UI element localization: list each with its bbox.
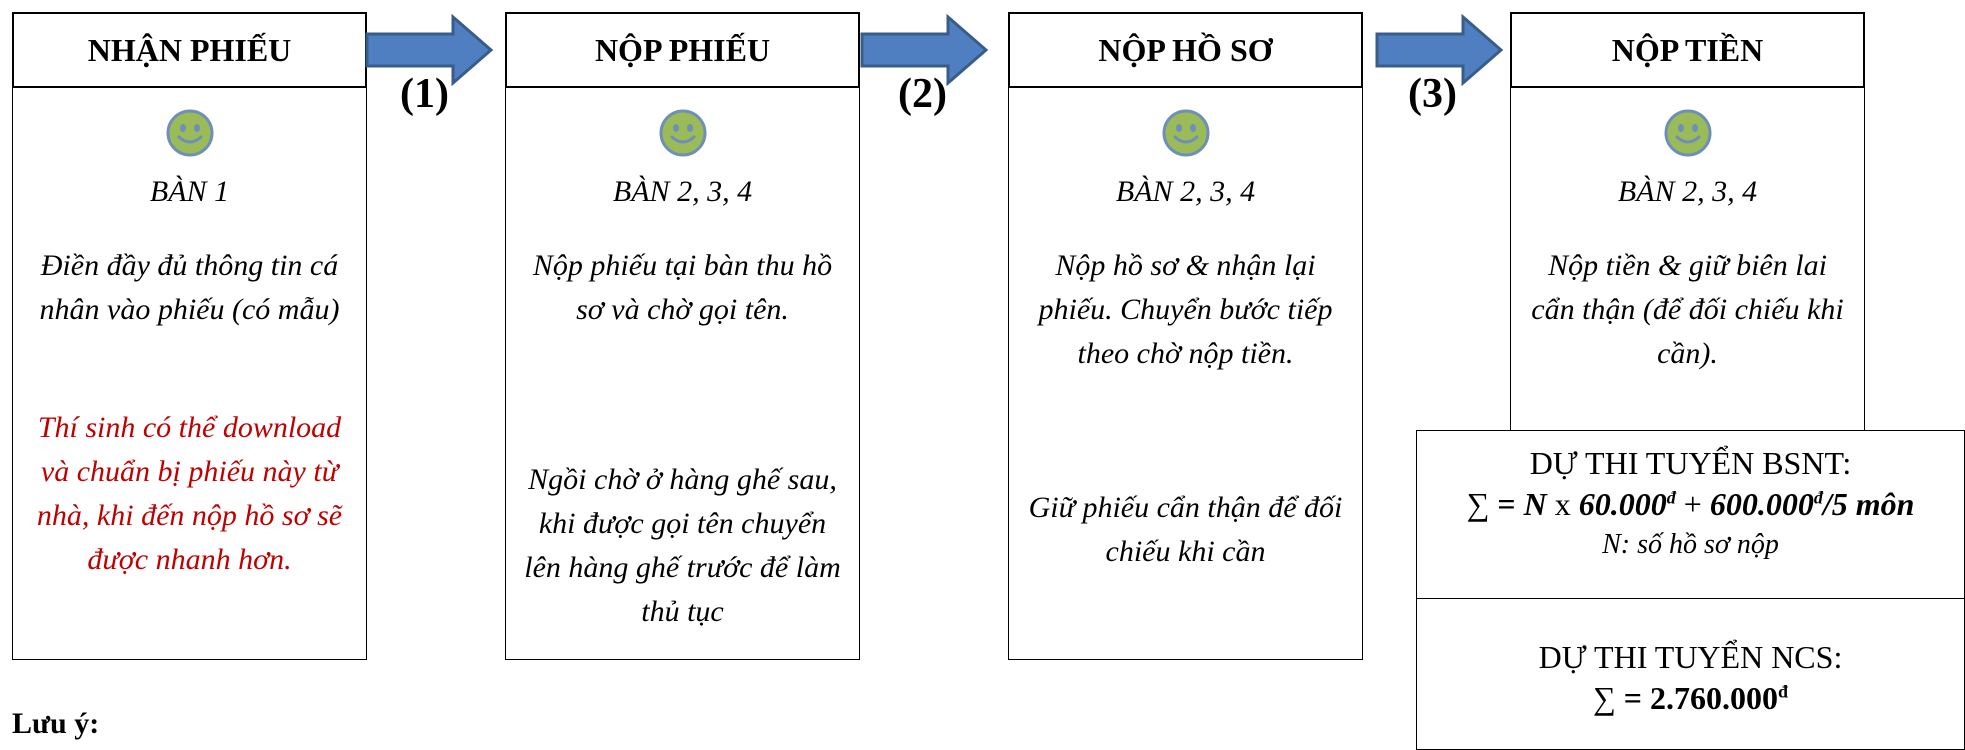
step-description: Nộp tiền & giữ biên lai cẩn thận (để đối… xyxy=(1531,249,1844,370)
step-body: BÀN 1 Điền đầy đủ thông tin cá nhân vào … xyxy=(12,88,367,660)
step-title: NHẬN PHIẾU xyxy=(12,12,367,88)
currency-sign: đ xyxy=(1778,681,1789,702)
equals-sign: = xyxy=(1489,486,1524,522)
step-note: Ngồi chờ ở hàng ghế sau, khi được gọi tê… xyxy=(524,463,841,628)
desk-label: BÀN 2, 3, 4 xyxy=(1617,175,1758,208)
currency-sign: đ xyxy=(1666,487,1676,508)
step-body: BÀN 2, 3, 4 Nộp hồ sơ & nhận lại phiếu. … xyxy=(1008,88,1363,660)
sum-sign: ∑ xyxy=(1592,680,1616,716)
desk-label: BÀN 1 xyxy=(149,175,230,208)
step-body: BÀN 2, 3, 4 Nộp tiền & giữ biên lai cẩn … xyxy=(1510,88,1865,438)
step-description: Nộp phiếu tại bàn thu hồ sơ và chờ gọi t… xyxy=(532,249,833,326)
arrow-label-1: (1) xyxy=(400,71,449,117)
step-note: Thí sinh có thể download và chuẩn bị phi… xyxy=(36,411,343,576)
step-nop-tien: NỘP TIỀN BÀN 2, 3, 4 Nộp tiền & giữ biên… xyxy=(1510,12,1865,438)
step-title: NỘP TIỀN xyxy=(1510,12,1865,88)
fee-ncs: DỰ THI TUYỂN NCS: ∑ = 2.760.000đ xyxy=(1417,599,1964,749)
desk-label: BÀN 2, 3, 4 xyxy=(1115,175,1256,208)
fee-bsnt-formula: ∑ = N x 60.000đ + 600.000đ/5 môn xyxy=(1417,483,1964,525)
arrow-right-icon xyxy=(365,14,493,86)
per-file-fee: 60.000 xyxy=(1578,486,1667,522)
fee-bsnt: DỰ THI TUYỂN BSNT: ∑ = N x 60.000đ + 600… xyxy=(1417,431,1964,599)
step-nop-ho-so: NỘP HỒ SƠ BÀN 2, 3, 4 Nộp hồ sơ & nhận l… xyxy=(1008,12,1363,660)
smiley-icon xyxy=(1162,109,1209,157)
smiley-icon xyxy=(1664,109,1711,157)
note-label: Lưu ý: xyxy=(12,707,100,740)
times-sign: x xyxy=(1546,486,1579,522)
step-description: Nộp hồ sơ & nhận lại phiếu. Chuyển bước … xyxy=(1038,249,1333,370)
step-note: Giữ phiếu cẩn thận để đối chiếu khi cần xyxy=(1028,491,1343,568)
arrow-right-icon xyxy=(860,14,988,86)
step-title: NỘP PHIẾU xyxy=(505,12,860,88)
fee-ncs-title: DỰ THI TUYỂN NCS: xyxy=(1538,639,1843,675)
step-description: Điền đầy đủ thông tin cá nhân vào phiếu … xyxy=(39,249,340,326)
step-title: NỘP HỒ SƠ xyxy=(1008,12,1363,88)
per-subject-fee: 600.000 xyxy=(1709,486,1814,522)
step-nhan-phieu: NHẬN PHIẾU BÀN 1 Điền đầy đủ thông tin c… xyxy=(12,12,367,660)
step-nop-phieu: NỘP PHIẾU BÀN 2, 3, 4 Nộp phiếu tại bàn … xyxy=(505,12,860,660)
fee-ncs-formula: ∑ = 2.760.000đ xyxy=(1417,677,1964,719)
arrow-label-3: (3) xyxy=(1408,71,1457,117)
arrow-label-2: (2) xyxy=(898,71,947,117)
currency-sign: đ xyxy=(1813,487,1823,508)
step-body: BÀN 2, 3, 4 Nộp phiếu tại bàn thu hồ sơ … xyxy=(505,88,860,660)
ncs-amount: 2.760.000 xyxy=(1650,680,1779,716)
fee-bsnt-title: DỰ THI TUYỂN BSNT: xyxy=(1529,445,1852,481)
fee-bsnt-note: N: số hồ sơ nộp xyxy=(1602,529,1779,560)
sum-sign: ∑ xyxy=(1466,486,1490,522)
desk-label: BÀN 2, 3, 4 xyxy=(612,175,753,208)
smiley-icon xyxy=(166,109,213,157)
smiley-icon xyxy=(659,109,706,157)
n-variable: N xyxy=(1523,486,1547,522)
per-subject-tail: /5 môn xyxy=(1822,486,1915,522)
plus-sign: + xyxy=(1675,486,1710,522)
arrow-right-icon xyxy=(1375,14,1503,86)
equals-sign: = xyxy=(1615,680,1651,716)
fee-box: DỰ THI TUYỂN BSNT: ∑ = N x 60.000đ + 600… xyxy=(1416,430,1965,750)
